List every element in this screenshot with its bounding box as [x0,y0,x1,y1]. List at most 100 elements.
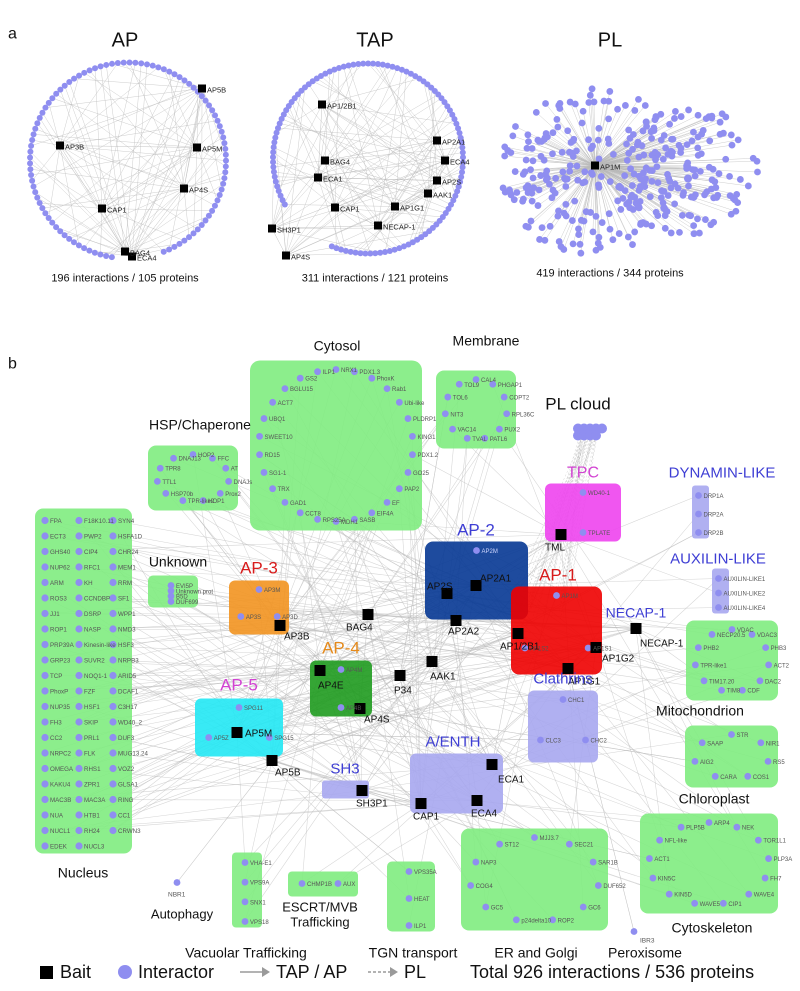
interactor-node [350,61,357,68]
interactor-node [155,64,162,71]
interactor-node [241,898,249,906]
interactor-node [560,209,568,217]
interactor-node [631,228,639,236]
interactor-label: PLP3A [774,857,793,863]
edge [59,145,80,246]
interactor-node [271,139,278,146]
interactor-node [109,625,117,633]
interactor-node [27,148,34,155]
interactor-label: MEM1 [118,565,136,572]
interactor-node [521,168,529,176]
edge [324,160,336,208]
edge [334,207,395,250]
interactor-label: AUXILIN-LIKE4 [724,606,766,612]
group-label-membrane: Membrane [453,333,520,349]
edge [39,117,126,252]
interactor-label: WD40_2 [118,720,143,727]
interactor-node [734,199,742,207]
bait-label: AP5B [207,86,226,95]
bait-label: AP5B [275,768,301,779]
edge [412,454,562,535]
interactor-node [666,120,673,128]
interactor-label: AP1S1 [593,647,612,653]
group-label-cytoskeleton: Cytoskeleton [672,920,753,936]
interactor-node [75,242,82,249]
interactor-node [641,102,649,109]
interactor-node [549,186,557,194]
interactor-node [694,133,702,141]
interactor-node [109,60,116,67]
edge [317,177,438,181]
edge [317,177,342,250]
bait-node [486,759,498,770]
interactor-node [579,529,587,536]
interactor-node [748,631,756,638]
interactor-node [41,687,49,695]
interactor-node [638,142,646,150]
interactor-label: CHC2 [591,739,608,745]
edge [312,81,438,141]
interactor-node [566,167,574,175]
interactor-node [705,819,713,826]
edge [35,128,185,189]
interactor-node [273,129,280,136]
interactor-label: TPLATE [588,531,610,537]
interactor-node [701,191,708,199]
interactor-node [273,613,281,620]
interactor-label: TIM8 [727,689,741,695]
edge [276,104,323,134]
edge [271,90,302,229]
edge [444,160,456,196]
interactor-node [667,229,675,237]
bait-label: ECA4 [137,254,157,263]
edge [536,112,596,166]
edge [271,228,287,256]
interactor-node [640,151,648,159]
interactor-node [559,696,567,703]
interactor-node [274,183,281,190]
interactor-node [270,144,277,151]
interactor-label: HSF3 [118,642,134,649]
edge [455,620,759,841]
edge [52,88,203,223]
interactor-label: MJJ3.7 [540,836,560,842]
edge [427,142,462,194]
bait-label: AP1/2B1 [500,642,540,653]
interactor-label: OMEGA [50,766,74,773]
interactor-node [328,243,335,250]
group-label-ap4: AP-4 [322,639,360,658]
interactor-node [160,248,167,255]
interactor-node [156,464,164,472]
interactor-node [674,184,682,192]
interactor-node [209,454,216,462]
interactor-node [190,84,197,91]
interactor-node [377,249,384,256]
interactor-node [221,175,228,182]
edge [594,105,646,166]
interactor-node [657,194,665,202]
edge [29,157,126,252]
interactor-node [685,182,692,190]
edge [324,147,463,161]
interactor-node [27,166,34,173]
interactor-label: HOP1 [208,499,225,505]
edge [507,150,596,166]
interactor-node [374,61,381,68]
bait-node [314,173,322,182]
interactor-node [109,826,117,835]
edge [56,93,185,189]
edge [324,160,449,210]
interactor-node [34,120,41,127]
interactor-node [109,764,117,773]
interactor-node [623,140,630,148]
edge [321,104,438,181]
bait-label: P34 [394,686,412,697]
interactor-label: AUXILIN-LIKE1 [724,577,766,583]
interactor-node [41,563,49,571]
interactor-label: FZF [84,689,96,696]
edge [558,105,596,166]
edge [367,614,703,744]
edge [277,140,438,187]
group-label-ap5: AP-5 [220,676,258,695]
interactor-label: DUF699 [176,600,199,606]
